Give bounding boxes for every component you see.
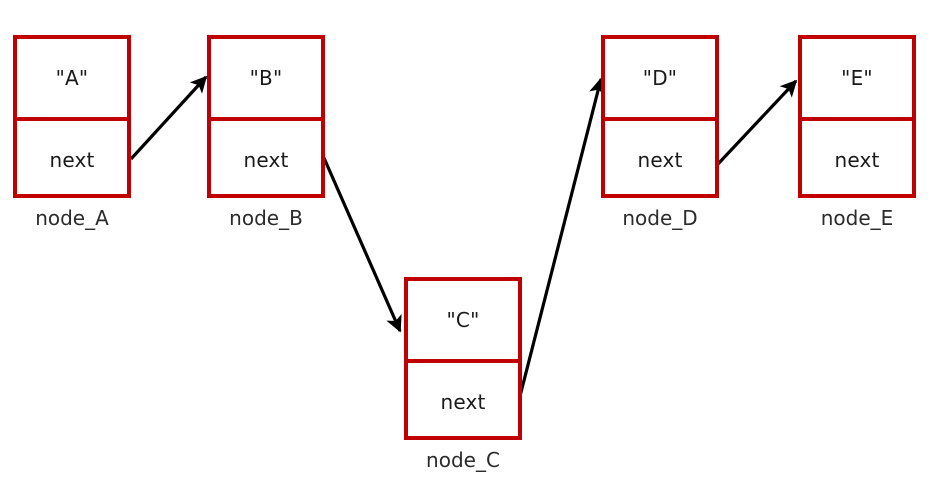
node-d-value: "D" bbox=[605, 39, 715, 121]
node-a-next: next bbox=[49, 147, 95, 172]
node-a-value: "A" bbox=[17, 39, 127, 121]
node-e-value: "E" bbox=[802, 39, 912, 121]
node-b[interactable]: "B" next bbox=[207, 35, 325, 198]
node-c-next: next bbox=[440, 389, 486, 414]
node-a-label: node_A bbox=[35, 206, 109, 230]
arrow-b-to-c bbox=[322, 157, 402, 333]
node-e-label: node_E bbox=[820, 206, 894, 230]
arrow-d-to-e bbox=[716, 79, 798, 166]
node-c-value: "C" bbox=[408, 281, 518, 363]
arrow-c-to-d bbox=[516, 77, 606, 405]
node-b-value: "B" bbox=[211, 39, 321, 121]
node-b-next: next bbox=[243, 147, 289, 172]
node-d-label: node_D bbox=[622, 206, 698, 230]
node-d-next: next bbox=[637, 147, 683, 172]
node-c[interactable]: "C" next bbox=[404, 277, 522, 440]
arrow-a-to-b bbox=[129, 75, 208, 161]
node-d[interactable]: "D" next bbox=[601, 35, 719, 198]
node-c-label: node_C bbox=[426, 448, 500, 472]
node-a[interactable]: "A" next bbox=[13, 35, 131, 198]
node-e[interactable]: "E" next bbox=[798, 35, 916, 198]
node-e-next: next bbox=[834, 147, 880, 172]
node-b-label: node_B bbox=[229, 206, 303, 230]
